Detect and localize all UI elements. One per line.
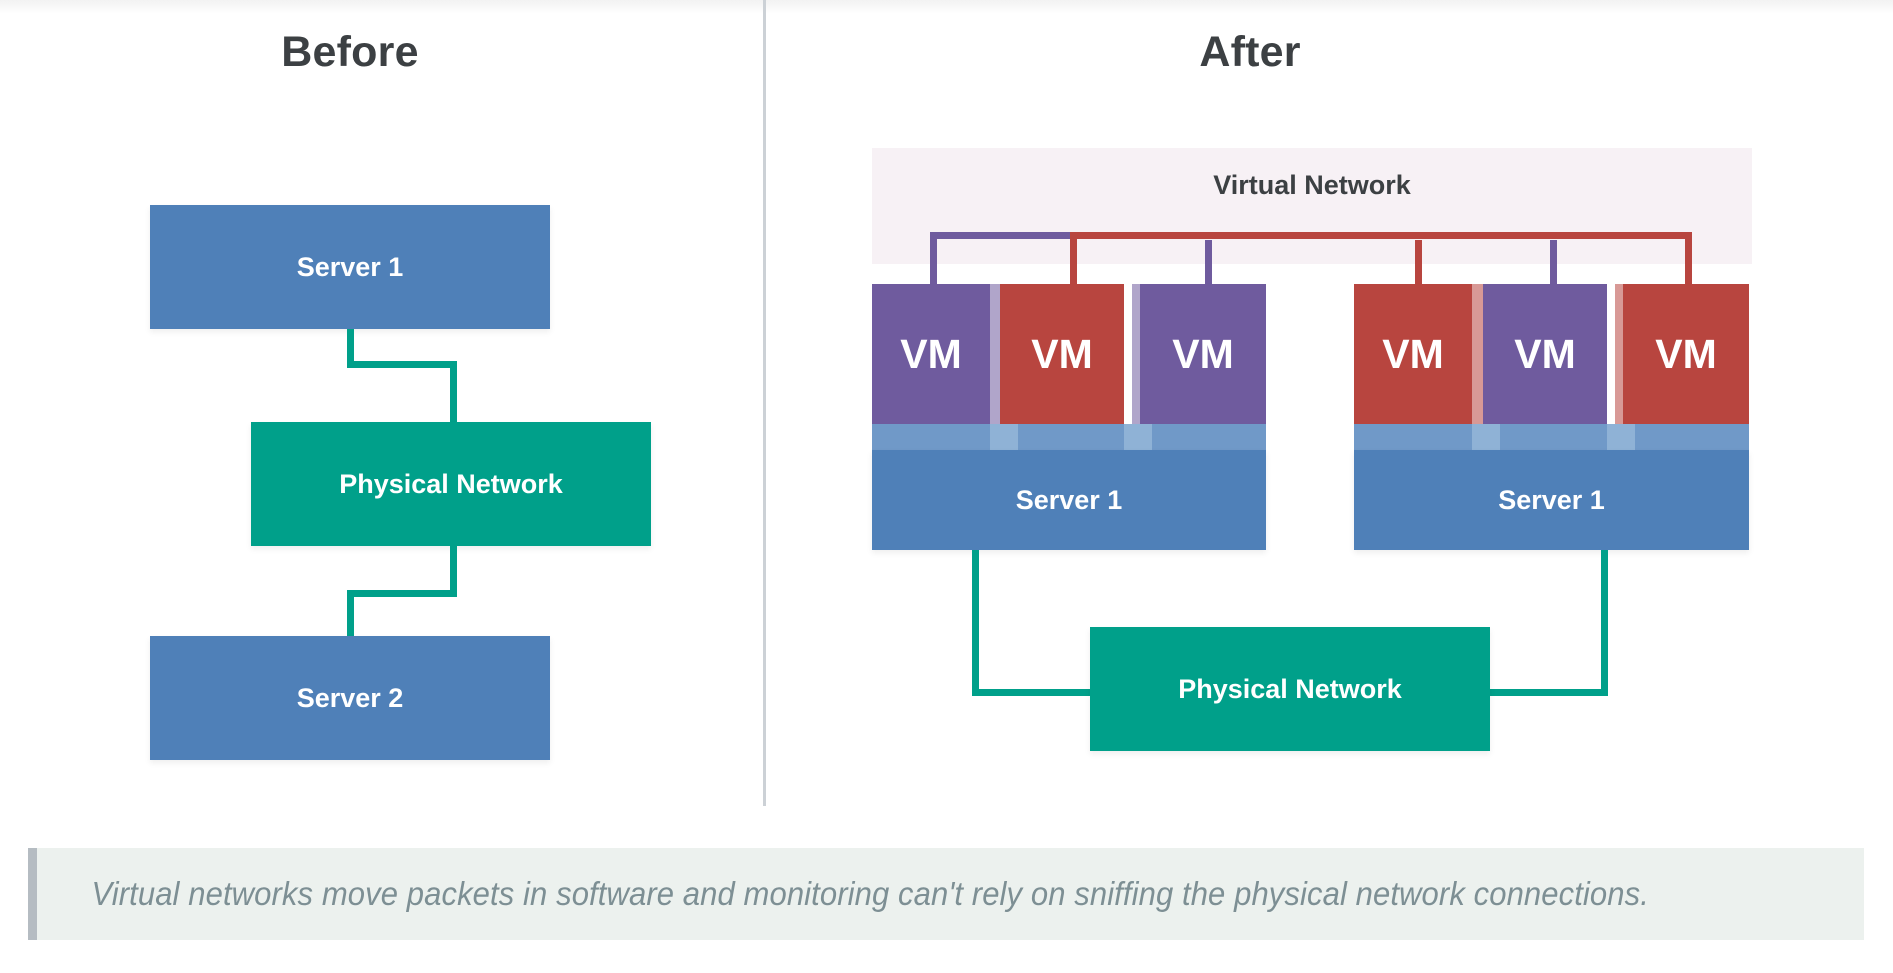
before-connector-1-seg-into-network	[450, 361, 457, 423]
virtual-network-label: Virtual Network	[1213, 170, 1411, 200]
virtual-network-panel[interactable]: Virtual Network	[872, 148, 1752, 264]
before-node-server-2[interactable]: Server 2	[150, 636, 550, 760]
bus-drop-vm-4	[1415, 240, 1422, 284]
bus-drop-vm-1	[930, 232, 937, 284]
virtual-network-bus-red	[1070, 232, 1692, 239]
vm-box-4[interactable]: VM	[1354, 284, 1472, 424]
vm-box-6-label: VM	[1655, 330, 1717, 377]
vm-box-1-label: VM	[900, 330, 962, 377]
after-connector-left-down	[972, 550, 979, 696]
before-connector-2-seg-into-server	[347, 590, 354, 640]
vm-box-4-edge	[1472, 284, 1486, 424]
before-connector-2-seg-down	[450, 546, 457, 596]
vm-box-1[interactable]: VM	[872, 284, 990, 424]
vm-box-6[interactable]: VM	[1623, 284, 1749, 424]
before-panel-title: Before	[281, 28, 419, 76]
before-connector-2-seg-across	[347, 590, 457, 597]
after-node-server-left-label: Server 1	[1015, 484, 1123, 515]
after-connector-right-across	[1465, 689, 1608, 696]
hypervisor-bar-right	[1354, 424, 1749, 450]
caption-text: Virtual networks move packets in softwar…	[91, 875, 1649, 912]
after-node-server-left[interactable]: Server 1	[872, 450, 1266, 550]
after-node-server-right[interactable]: Server 1	[1354, 450, 1749, 550]
virtual-network-bus-purple	[930, 232, 1072, 239]
before-node-server-1-label: Server 1	[296, 251, 404, 282]
bus-drop-vm-5	[1550, 240, 1557, 284]
before-connector-1-seg-across	[347, 361, 457, 368]
vm-box-5[interactable]: VM	[1483, 284, 1607, 424]
after-connector-right-down	[1601, 550, 1608, 696]
before-node-physical-network-label: Physical Network	[339, 468, 563, 499]
after-node-physical-network-label: Physical Network	[1178, 673, 1402, 704]
hypervisor-gap-left-1	[990, 424, 1018, 450]
before-node-physical-network[interactable]: Physical Network	[251, 422, 651, 546]
hypervisor-gap-right-1	[1472, 424, 1500, 450]
vm-box-2-label: VM	[1031, 330, 1093, 377]
vm-box-4-label: VM	[1382, 330, 1444, 377]
caption-accent-bar	[28, 848, 37, 940]
bus-drop-vm-3	[1205, 240, 1212, 284]
hypervisor-bar-left	[872, 424, 1266, 450]
hypervisor-gap-right-2	[1607, 424, 1635, 450]
before-node-server-2-label: Server 2	[296, 682, 404, 713]
panel-divider	[763, 0, 766, 806]
top-gradient-strip	[0, 0, 1893, 14]
after-node-server-right-label: Server 1	[1498, 484, 1605, 515]
after-connector-left-across	[972, 689, 1108, 696]
bus-drop-vm-2	[1070, 232, 1077, 284]
vm-box-2[interactable]: VM	[1000, 284, 1124, 424]
hypervisor-gap-left-2	[1124, 424, 1152, 450]
vm-box-3-label: VM	[1172, 330, 1234, 377]
bus-drop-vm-6	[1685, 232, 1692, 284]
before-connector-1-seg-down	[347, 329, 354, 367]
vm-box-3[interactable]: VM	[1140, 284, 1266, 424]
caption-banner: Virtual networks move packets in softwar…	[28, 848, 1864, 940]
vm-box-5-label: VM	[1514, 330, 1576, 377]
after-panel-title: After	[1199, 28, 1301, 76]
before-node-server-1[interactable]: Server 1	[150, 205, 550, 329]
after-node-physical-network[interactable]: Physical Network	[1090, 627, 1490, 751]
